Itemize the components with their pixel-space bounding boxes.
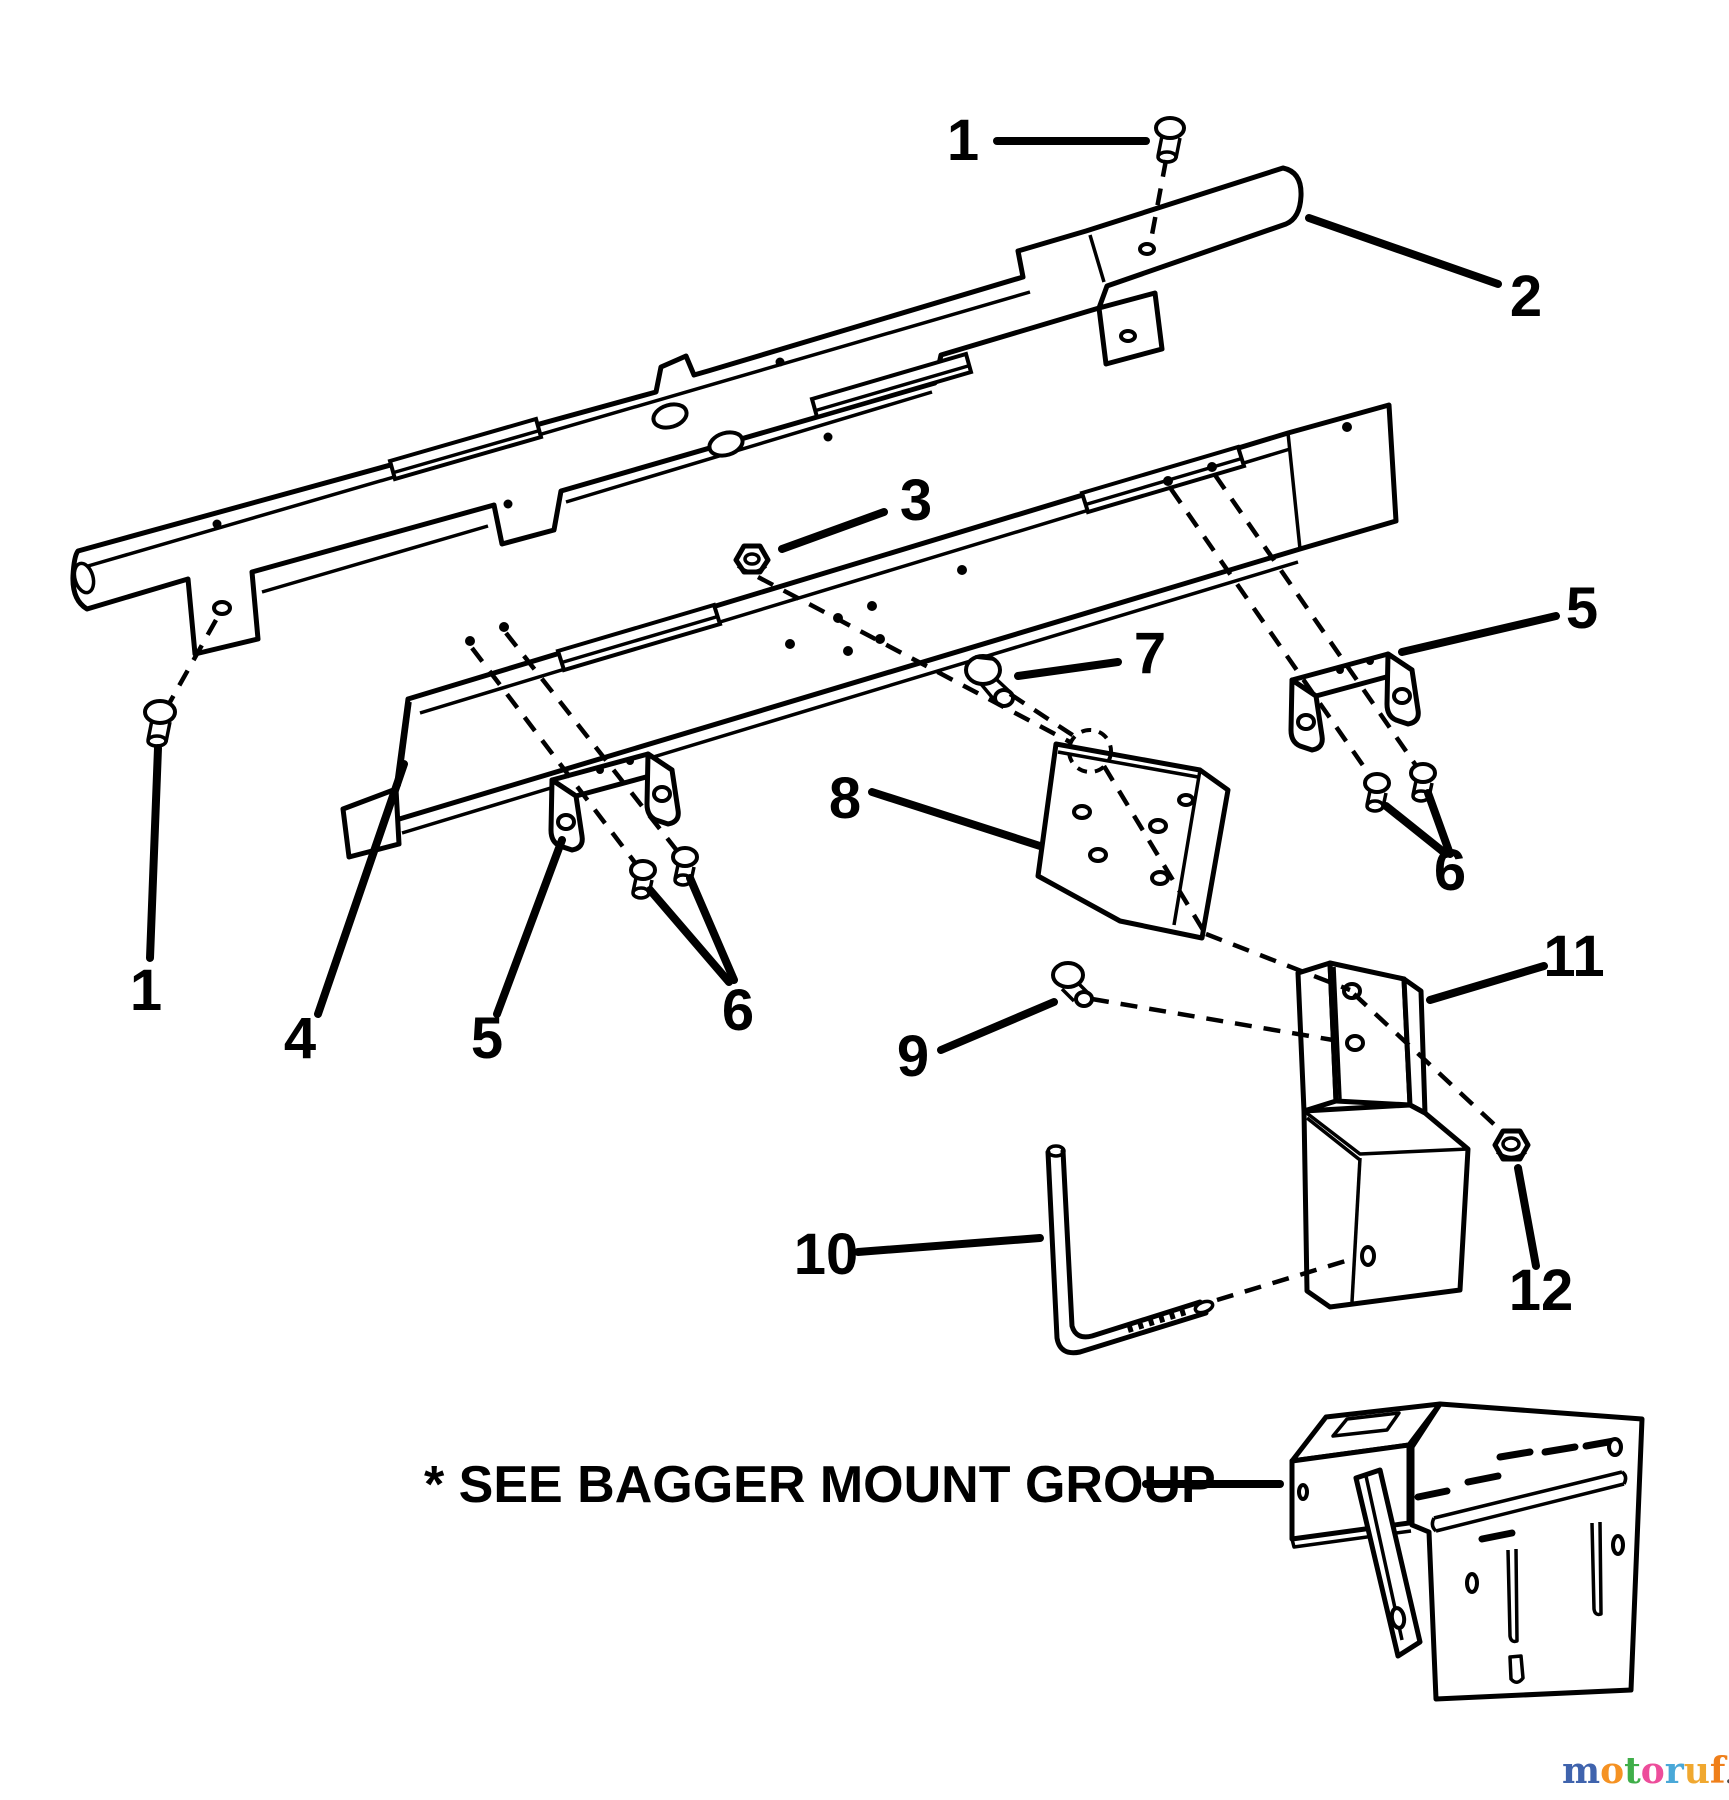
bolt-1-top [1154, 116, 1186, 164]
bagger-mount-bracket [1289, 1401, 1645, 1702]
bolt-6-right-b [1409, 762, 1437, 803]
callout-number-2: 2 [1510, 264, 1542, 329]
saddle-bracket-right-part-5 [1288, 651, 1421, 753]
bolt-7 [964, 654, 1015, 708]
watermark-letter: o [1640, 1750, 1665, 1792]
callout-number-8: 8 [829, 766, 861, 831]
mount-plate-part-8 [1035, 741, 1231, 941]
upper-rail-part-2 [70, 165, 1304, 657]
watermark-letter: m [1562, 1750, 1601, 1792]
watermark-letter: r [1664, 1750, 1684, 1792]
lower-rail-part-4 [340, 402, 1399, 860]
bolt-1-left [143, 699, 177, 748]
callout-number-6: 6 [1434, 838, 1466, 903]
watermark-letter: f [1709, 1750, 1726, 1792]
assembly-dashed-lines [168, 159, 1500, 1303]
callout-number-3: 3 [900, 468, 932, 533]
callout-number-9: 9 [897, 1024, 929, 1089]
callout-number-5: 5 [1566, 576, 1598, 641]
bolt-9 [1051, 961, 1094, 1008]
callout-number-5: 5 [471, 1006, 503, 1071]
callout-number-4: 4 [284, 1006, 316, 1071]
callout-number-12: 12 [1509, 1258, 1574, 1323]
callout-number-1: 1 [947, 108, 979, 173]
callout-number-7: 7 [1134, 621, 1166, 686]
watermark-suffix: .de [1725, 1763, 1729, 1788]
saddle-bracket-left-part-5 [548, 751, 681, 853]
bolt-6-right-a [1363, 772, 1391, 813]
bagger-mount-note: * SEE BAGGER MOUNT GROUP [424, 1456, 1216, 1514]
callout-number-10: 10 [794, 1222, 859, 1287]
highlight-hole-circle [1067, 728, 1113, 774]
callout-number-1: 1 [130, 958, 162, 1023]
callout-number-6: 6 [722, 978, 754, 1043]
motoruf-watermark: motoruf.de [1562, 1750, 1729, 1792]
watermark-letter: t [1624, 1750, 1641, 1792]
fasteners [143, 116, 1531, 1162]
watermark-letter: u [1683, 1750, 1710, 1792]
support-bracket-part-11 [1295, 960, 1471, 1310]
callout-leader-lines [146, 137, 1560, 1488]
nut-3 [733, 543, 771, 575]
nut-12 [1492, 1128, 1531, 1162]
callout-number-11: 11 [1543, 924, 1604, 989]
watermark-letter: o [1600, 1750, 1625, 1792]
latch-rod-part-10 [1045, 1144, 1215, 1356]
